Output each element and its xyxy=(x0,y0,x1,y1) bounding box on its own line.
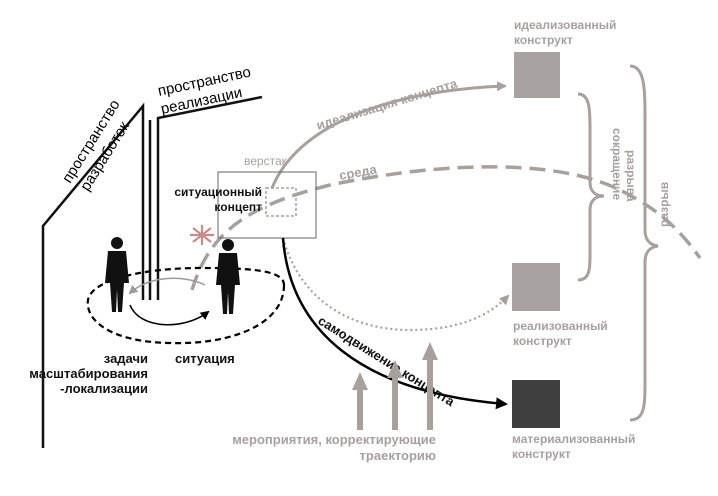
materialized-construct-label: материализованный xyxy=(512,432,635,446)
tasks-label: задачи xyxy=(104,351,148,366)
realized-construct-label: реализованный xyxy=(513,319,608,333)
loop-arrow-right xyxy=(129,304,210,326)
situation-label: ситуация xyxy=(175,351,235,366)
workbench-label: верстак xyxy=(244,154,288,168)
materialized-construct-box xyxy=(512,380,560,428)
situational-concept-marker xyxy=(265,187,297,217)
measures-label: мероприятия, корректирующие xyxy=(232,432,436,447)
materialized-construct-label-2: конструкт xyxy=(512,447,571,461)
gap-reduction-label-2: разрыва xyxy=(624,150,638,202)
correction-arrows xyxy=(352,342,438,430)
realization-path xyxy=(281,237,510,332)
self-motion-arrow xyxy=(281,237,508,410)
idealization-arrow xyxy=(270,81,507,189)
person-icon-left xyxy=(105,237,129,312)
impl-space-boundary xyxy=(156,95,263,300)
star-icon xyxy=(190,225,214,245)
situational-concept-label-2: концепт xyxy=(214,200,262,214)
person-icon-right xyxy=(216,239,240,314)
environment-curve xyxy=(190,165,702,291)
situational-concept-label: ситуационный xyxy=(174,185,262,199)
tasks-label-2: масштабирования xyxy=(29,366,148,381)
gap-reduction-label: сокращение xyxy=(610,128,624,200)
dev-space-boundary xyxy=(41,102,145,448)
realized-construct-box xyxy=(512,263,560,311)
idealized-construct-label-2: конструкт xyxy=(514,33,573,47)
loop-arrow-left xyxy=(128,277,206,295)
environment-label: среда xyxy=(338,161,379,182)
gap-label: разрыв xyxy=(657,182,671,227)
measures-label-2: траекторию xyxy=(360,448,436,463)
realized-construct-label-2: конструкт xyxy=(513,334,572,348)
idealized-construct-label: идеализованный xyxy=(514,18,616,32)
workbench-box xyxy=(217,171,317,239)
idealization-label: идеализация концепта xyxy=(314,75,459,132)
gap-reduction-brace xyxy=(577,92,605,282)
gap-brace xyxy=(629,64,659,422)
tasks-label-3: -локализации xyxy=(60,381,148,396)
idealized-construct-box xyxy=(514,52,560,98)
